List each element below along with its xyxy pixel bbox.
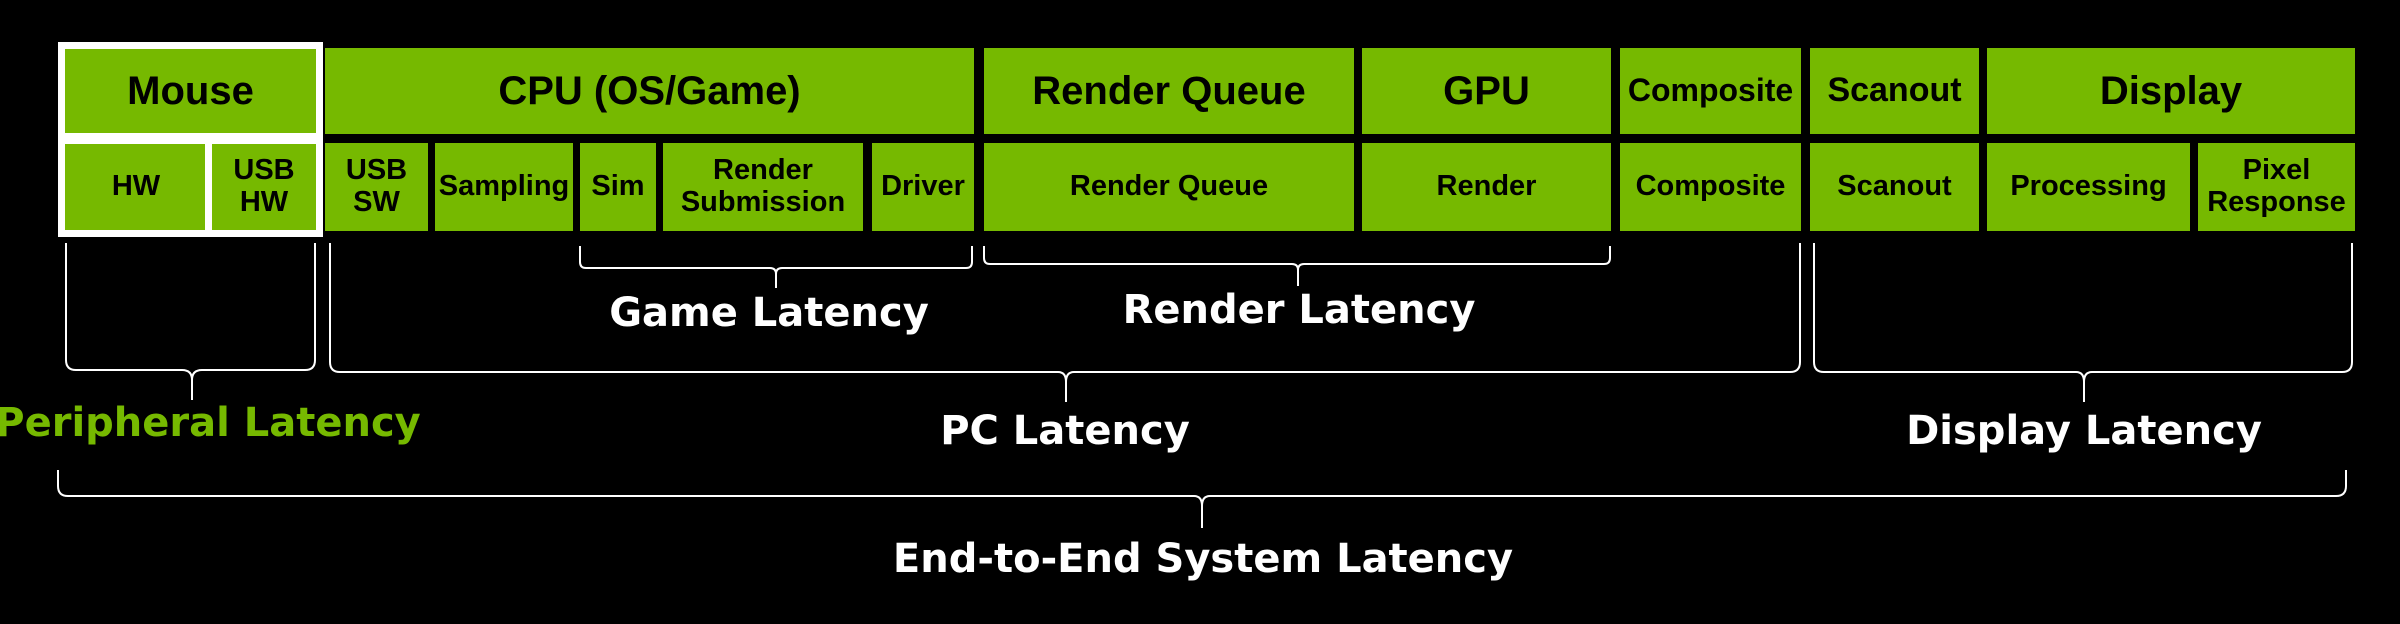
substage-sampling: Sampling (435, 143, 573, 231)
substage-usb-sw: USB SW (325, 143, 428, 231)
bracket-peripheral-latency (65, 243, 316, 400)
substage-sampling-label: Sampling (438, 170, 570, 203)
label-peripheral-latency: Peripheral Latency (0, 400, 421, 446)
bracket-game-latency (579, 246, 973, 288)
substage-processing: Processing (1987, 143, 2190, 231)
bracket-pc-latency (329, 243, 1801, 402)
stage-gpu: GPU (1362, 48, 1611, 134)
substage-render-label: Render (1436, 170, 1537, 203)
substage-scanout: Scanout (1810, 143, 1979, 231)
substage-usb-sw-label: USB SW (345, 154, 408, 218)
substage-composite-label: Composite (1635, 170, 1786, 203)
substage-pixel-response-label: Pixel Response (2207, 154, 2346, 218)
substage-composite: Composite (1620, 143, 1801, 231)
stage-mouse-label: Mouse (127, 69, 254, 113)
bracket-render-latency (983, 246, 1611, 286)
stage-cpu-label: CPU (OS/Game) (498, 69, 801, 113)
stage-scanout: Scanout (1810, 48, 1979, 134)
substage-driver: Driver (872, 143, 974, 231)
stage-display: Display (1987, 48, 2355, 134)
substage-usb-hw-label: USB HW (233, 154, 295, 218)
substage-usb-hw: USB HW (205, 137, 323, 237)
stage-display-label: Display (2099, 69, 2243, 113)
substage-processing-label: Processing (2010, 170, 2167, 203)
stage-composite-label: Composite (1627, 72, 1794, 109)
stage-scanout-label: Scanout (1827, 71, 1962, 110)
substage-render: Render (1362, 143, 1611, 231)
substage-render-queue: Render Queue (984, 143, 1354, 231)
substage-render-submission-label: Render Submission (680, 154, 846, 218)
stage-composite: Composite (1620, 48, 1801, 134)
substage-render-submission: Render Submission (663, 143, 863, 231)
label-end-to-end-latency: End-to-End System Latency (892, 536, 1514, 582)
stage-gpu-label: GPU (1443, 69, 1530, 113)
substage-hw-label: HW (111, 170, 161, 203)
label-display-latency: Display Latency (1906, 408, 2262, 454)
label-game-latency: Game Latency (609, 290, 929, 336)
stage-render-queue-label: Render Queue (1032, 69, 1306, 113)
substage-pixel-response: Pixel Response (2198, 143, 2355, 231)
bracket-display-latency (1813, 243, 2353, 402)
bracket-end-to-end-latency (57, 470, 2347, 528)
stage-mouse: Mouse (58, 42, 323, 140)
substage-driver-label: Driver (881, 170, 965, 203)
stage-cpu: CPU (OS/Game) (325, 48, 974, 134)
label-pc-latency: PC Latency (940, 408, 1190, 454)
substage-scanout-label: Scanout (1837, 170, 1952, 203)
substage-sim-label: Sim (591, 170, 645, 203)
stage-render-queue: Render Queue (984, 48, 1354, 134)
label-render-latency: Render Latency (1122, 287, 1476, 333)
substage-hw: HW (58, 137, 214, 237)
substage-sim: Sim (580, 143, 656, 231)
substage-render-queue-label: Render Queue (1069, 170, 1269, 203)
